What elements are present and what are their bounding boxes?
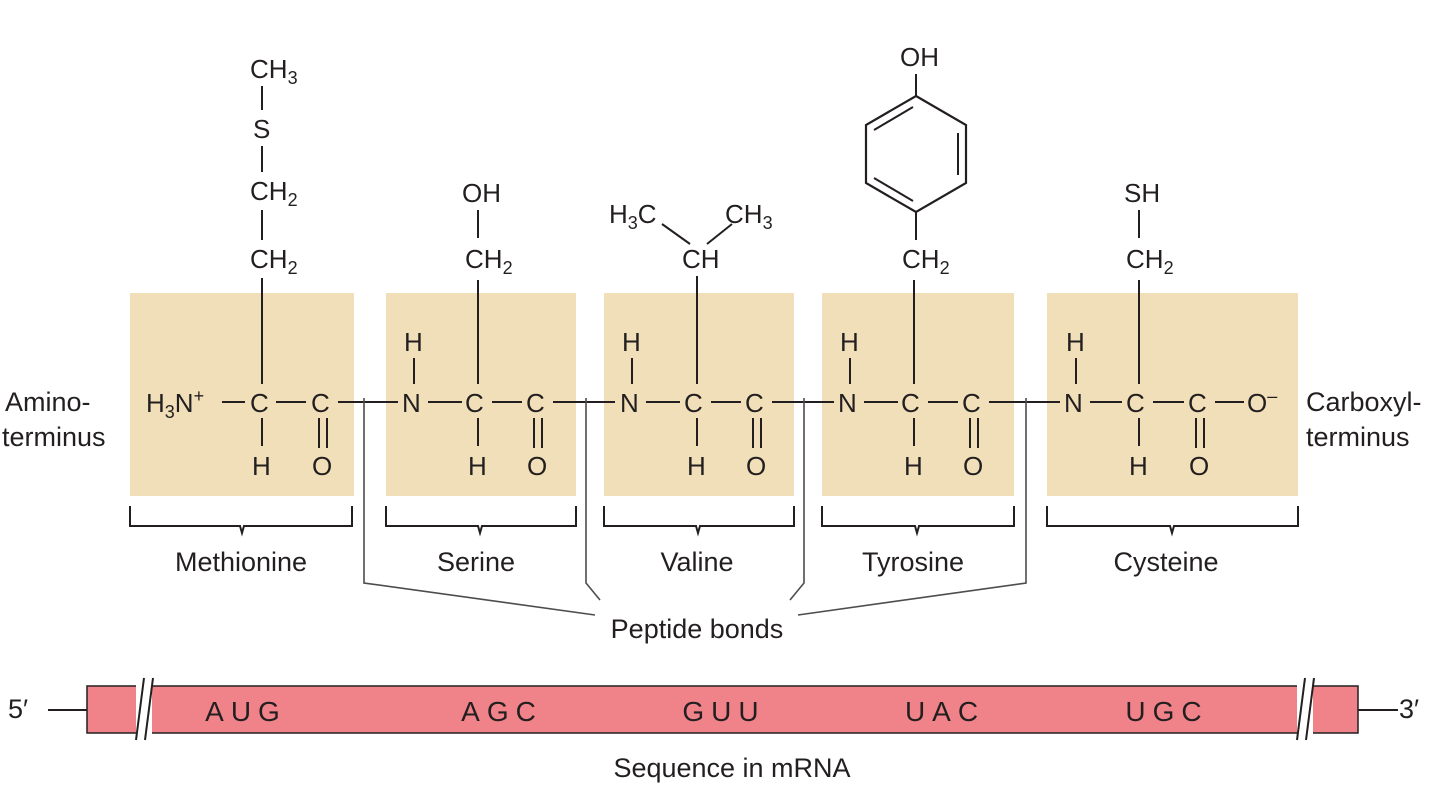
codon-5: UGC	[1125, 696, 1208, 727]
ser-alpha-carbon: C	[465, 388, 484, 418]
val-amide-h: H	[622, 327, 641, 357]
val-h3c: H3C	[609, 199, 657, 233]
cys-thiol: SH	[1124, 178, 1160, 208]
val-nitrogen: N	[620, 388, 639, 418]
tyr-benzene-ring	[864, 94, 968, 214]
peptide-bonds-label: Peptide bonds	[611, 614, 784, 644]
peptide-bond-pointer-1	[363, 398, 596, 616]
val-carbonyl-carbon: C	[745, 388, 764, 418]
carboxylate-oxygen: O–	[1247, 386, 1277, 418]
serine-side-chain: OH CH2	[462, 178, 513, 384]
amino-terminus-label-2: terminus	[2, 422, 106, 452]
tyr-carbonyl-carbon: C	[962, 388, 981, 418]
tyr-carbonyl-o: O	[963, 451, 983, 481]
ser-carbonyl-carbon: C	[526, 388, 545, 418]
met-carbonyl-o: O	[312, 451, 332, 481]
met-ch3: CH3	[250, 54, 298, 88]
residue-box-serine	[386, 293, 576, 496]
tyr-alpha-carbon: C	[901, 388, 920, 418]
met-carbonyl-carbon: C	[311, 388, 330, 418]
label-cysteine: Cysteine	[1113, 547, 1218, 577]
alpha-hydrogens-and-carbonyls: H O H O H O H O H O	[252, 418, 1209, 481]
valine-side-chain: H3C CH3 CH	[609, 199, 773, 384]
bracket-methionine	[129, 506, 353, 537]
carboxyl-terminus-label-1: Carboxyl-	[1306, 387, 1422, 417]
met-alpha-carbon: C	[250, 388, 269, 418]
tyr-amide-h: H	[840, 327, 859, 357]
met-ch2-upper: CH2	[250, 176, 298, 210]
mrna-caption: Sequence in mRNA	[613, 753, 850, 783]
three-prime-label: 3′	[1399, 694, 1419, 724]
bracket-serine	[385, 506, 577, 537]
ser-carbonyl-o: O	[527, 451, 547, 481]
ser-alpha-h: H	[468, 451, 487, 481]
five-prime-label: 5′	[8, 694, 28, 724]
tyr-hydroxyl: OH	[900, 42, 939, 72]
tyrosine-side-chain: OH CH2	[864, 42, 968, 384]
cys-carbonyl-carbon: C	[1188, 388, 1207, 418]
amide-hydrogens: H H H H	[404, 327, 1085, 384]
peptide-bond-pointer-3	[789, 398, 805, 601]
residue-box-tyrosine	[822, 293, 1014, 496]
codon-4: UAC	[905, 696, 985, 727]
met-sulfur: S	[253, 114, 270, 144]
mrna-bar	[86, 685, 1359, 734]
ser-nitrogen: N	[402, 388, 421, 418]
tyr-ch2: CH2	[902, 244, 950, 278]
bracket-cysteine	[1046, 506, 1299, 537]
tyr-nitrogen: N	[838, 388, 857, 418]
cys-nitrogen: N	[1064, 388, 1083, 418]
amino-acid-brackets	[129, 506, 1299, 537]
peptide-bond-pointer-4	[797, 398, 1027, 616]
carboxyl-terminus-label-2: terminus	[1306, 422, 1410, 452]
cys-ch2: CH2	[1126, 244, 1174, 278]
amino-terminus-label-1: Amino-	[5, 387, 91, 417]
ser-amide-h: H	[404, 327, 423, 357]
cysteine-side-chain: SH CH2	[1124, 178, 1174, 384]
val-carbonyl-o: O	[746, 451, 766, 481]
h3n-plus-group: H3N+	[146, 386, 204, 422]
label-serine: Serine	[437, 547, 515, 577]
residue-box-methionine	[130, 293, 354, 496]
peptide-bond-pointers	[363, 398, 1027, 616]
cys-carbonyl-o: O	[1189, 451, 1209, 481]
cys-amide-h: H	[1066, 327, 1085, 357]
codon-1: AUG	[205, 696, 287, 727]
codon-2: AGC	[461, 696, 543, 727]
tyr-alpha-h: H	[904, 451, 923, 481]
val-ch: CH	[682, 244, 720, 274]
val-alpha-h: H	[687, 451, 706, 481]
cys-alpha-carbon: C	[1126, 388, 1145, 418]
label-tyrosine: Tyrosine	[862, 547, 964, 577]
label-methionine: Methionine	[175, 547, 307, 577]
methionine-side-chain: CH3 S CH2 CH2	[250, 54, 298, 384]
bracket-valine	[603, 506, 795, 537]
mrna-strand: 5′ 3′ AUG AGC GUU UAC UGC	[8, 677, 1419, 741]
residue-box-cysteine	[1047, 293, 1298, 496]
val-alpha-carbon: C	[684, 388, 703, 418]
residue-box-valine	[604, 293, 794, 496]
met-ch2-lower: CH2	[250, 244, 298, 278]
cys-alpha-h: H	[1129, 451, 1148, 481]
ser-ch2: CH2	[465, 244, 513, 278]
peptide-bond-pointer-2	[585, 398, 601, 601]
label-valine: Valine	[660, 547, 733, 577]
ser-hydroxyl: OH	[462, 178, 501, 208]
backbone: H3N+ C C N C C N C C N C C N C C O–	[146, 386, 1277, 422]
val-ch3: CH3	[725, 199, 773, 233]
codon-3: GUU	[682, 696, 765, 727]
met-alpha-h: H	[252, 451, 271, 481]
bracket-tyrosine	[821, 506, 1015, 537]
